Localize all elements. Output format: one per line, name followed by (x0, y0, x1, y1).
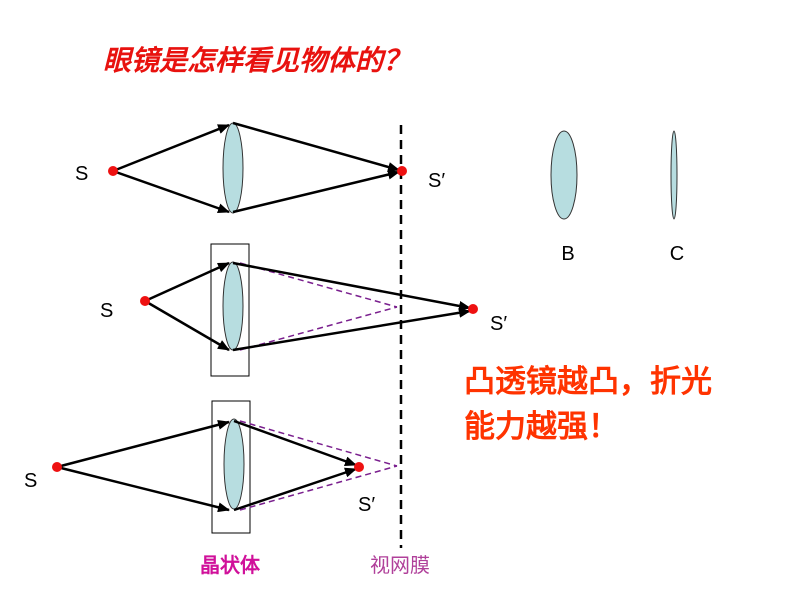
lens-comparison: B C (550, 130, 684, 265)
diagram-far-focus: S S′ (100, 243, 507, 377)
source-point (108, 166, 118, 176)
ray (112, 123, 230, 173)
source-label: S (100, 300, 113, 322)
lens-b (550, 130, 578, 220)
image-point (468, 304, 478, 314)
dashed-ray (239, 420, 398, 467)
lens-c (670, 130, 678, 220)
ray (232, 121, 400, 172)
lens (223, 418, 245, 510)
callout-line-1: 凸透镜越凸，折光 (464, 364, 712, 399)
diagram-near-focus: S S′ (24, 400, 398, 534)
ray (232, 307, 471, 352)
source-label: S (75, 163, 88, 185)
dashed-ray (239, 306, 398, 351)
ray (144, 299, 230, 352)
ray (56, 465, 230, 513)
lens (222, 122, 244, 214)
ray (232, 169, 400, 214)
ray (56, 419, 230, 469)
image-point (354, 462, 364, 472)
lens-label: 晶状体 (200, 553, 261, 577)
ray (233, 419, 357, 467)
lens (222, 261, 244, 351)
source-point (52, 462, 62, 472)
slide-title: 眼镜是怎样看见物体的？ (103, 45, 411, 76)
image-label: S′ (358, 494, 375, 516)
image-point (397, 166, 407, 176)
retina-label: 视网膜 (370, 554, 430, 577)
image-label: S′ (428, 170, 445, 192)
ray (233, 467, 357, 512)
image-label: S′ (490, 313, 507, 335)
diagram-normal-focus: S S′ (75, 121, 445, 214)
callout-line-2: 能力越强！ (464, 409, 619, 444)
dashed-ray (239, 262, 398, 308)
ray (144, 261, 230, 303)
lens-c-label: C (670, 243, 684, 265)
ray (112, 169, 230, 214)
crystalline-lens-box (211, 400, 251, 534)
crystalline-lens-box (210, 243, 250, 377)
source-point (140, 296, 150, 306)
source-label: S (24, 470, 37, 492)
lens-b-label: B (561, 243, 574, 265)
dashed-ray (239, 465, 398, 511)
ray (232, 261, 471, 311)
